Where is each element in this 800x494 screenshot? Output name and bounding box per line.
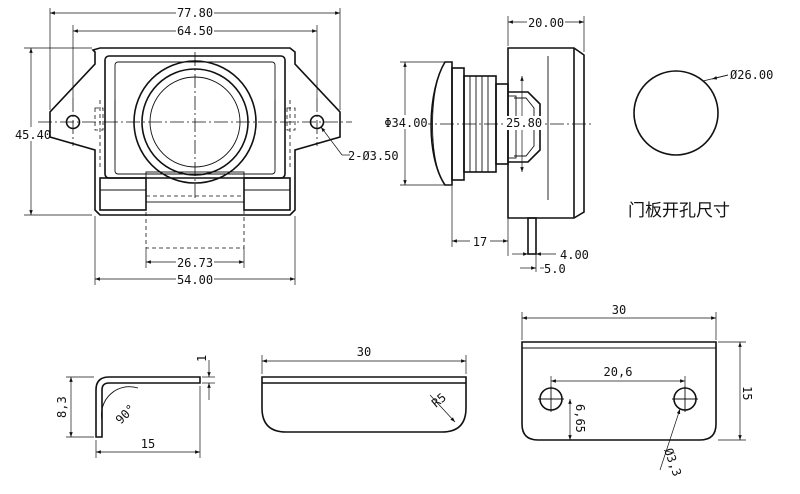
dim-plate-hole-spacing: 20,6 [604, 365, 633, 379]
dim-holes: 2-Ø3.50 [348, 149, 399, 163]
dim-plate-height: 15 [740, 386, 754, 400]
flange-outline [49, 47, 341, 216]
dim-bracket-width: 30 [357, 345, 371, 359]
dim-width-overall: 77.80 [177, 6, 213, 20]
front-dimensions: 77.80 64.50 45.40 2-Ø3.50 26.73 54.00 [14, 5, 399, 287]
dim-flange-dia: Φ34.00 [384, 116, 427, 130]
tongue-pin [527, 217, 537, 255]
cutout-circle [633, 70, 719, 156]
bracket-top-view: 30 20,6 15 6,65 Ø3,3 [521, 303, 754, 478]
bracket-front-view: 30 R5 [261, 345, 467, 433]
left-pocket [99, 177, 147, 211]
dim-bracket-height: 8,3 [55, 396, 69, 418]
dome-flange [430, 61, 453, 186]
side-dimensions: 20.00 Φ34.00 25.80 17 4.00 5.0 [384, 15, 589, 276]
dim-thread-dia: 25.80 [506, 116, 542, 130]
bracket-front-outline [261, 376, 467, 433]
dim-plate-hole-dia: Ø3,3 [661, 446, 684, 478]
dim-bracket-length: 15 [141, 437, 155, 451]
dim-body-width: 54.00 [177, 273, 213, 287]
bracket-plate-outline [521, 341, 717, 441]
dim-hole-spacing: 64.50 [177, 24, 213, 38]
front-view [38, 47, 352, 249]
bracket-l-profile [95, 376, 201, 438]
dim-radius: R5 [429, 390, 449, 410]
angle-label: 90° [113, 402, 138, 427]
dim-plate-width: 30 [612, 303, 626, 317]
dim-cutout-dia: Ø26.00 [730, 68, 773, 82]
right-pocket [243, 177, 291, 211]
dim-tongue: 4.00 [560, 248, 589, 262]
dim-button-width: 26.73 [177, 256, 213, 270]
dim-tongue-offset: 5.0 [544, 262, 566, 276]
dim-hole-offset: 6,65 [573, 404, 587, 433]
cutout-view: Ø26.00 门板开孔尺寸 [628, 68, 773, 221]
button-hidden [145, 195, 245, 249]
bracket-side-view: 90° 8,3 1 15 [55, 355, 215, 458]
dim-protrusion: 17 [473, 235, 487, 249]
dim-depth: 20.00 [528, 16, 564, 30]
lock-body [507, 47, 585, 219]
dim-height: 45.40 [15, 128, 51, 142]
cutout-caption: 门板开孔尺寸 [628, 201, 730, 221]
side-view [418, 47, 594, 255]
dim-thickness: 1 [195, 355, 209, 362]
